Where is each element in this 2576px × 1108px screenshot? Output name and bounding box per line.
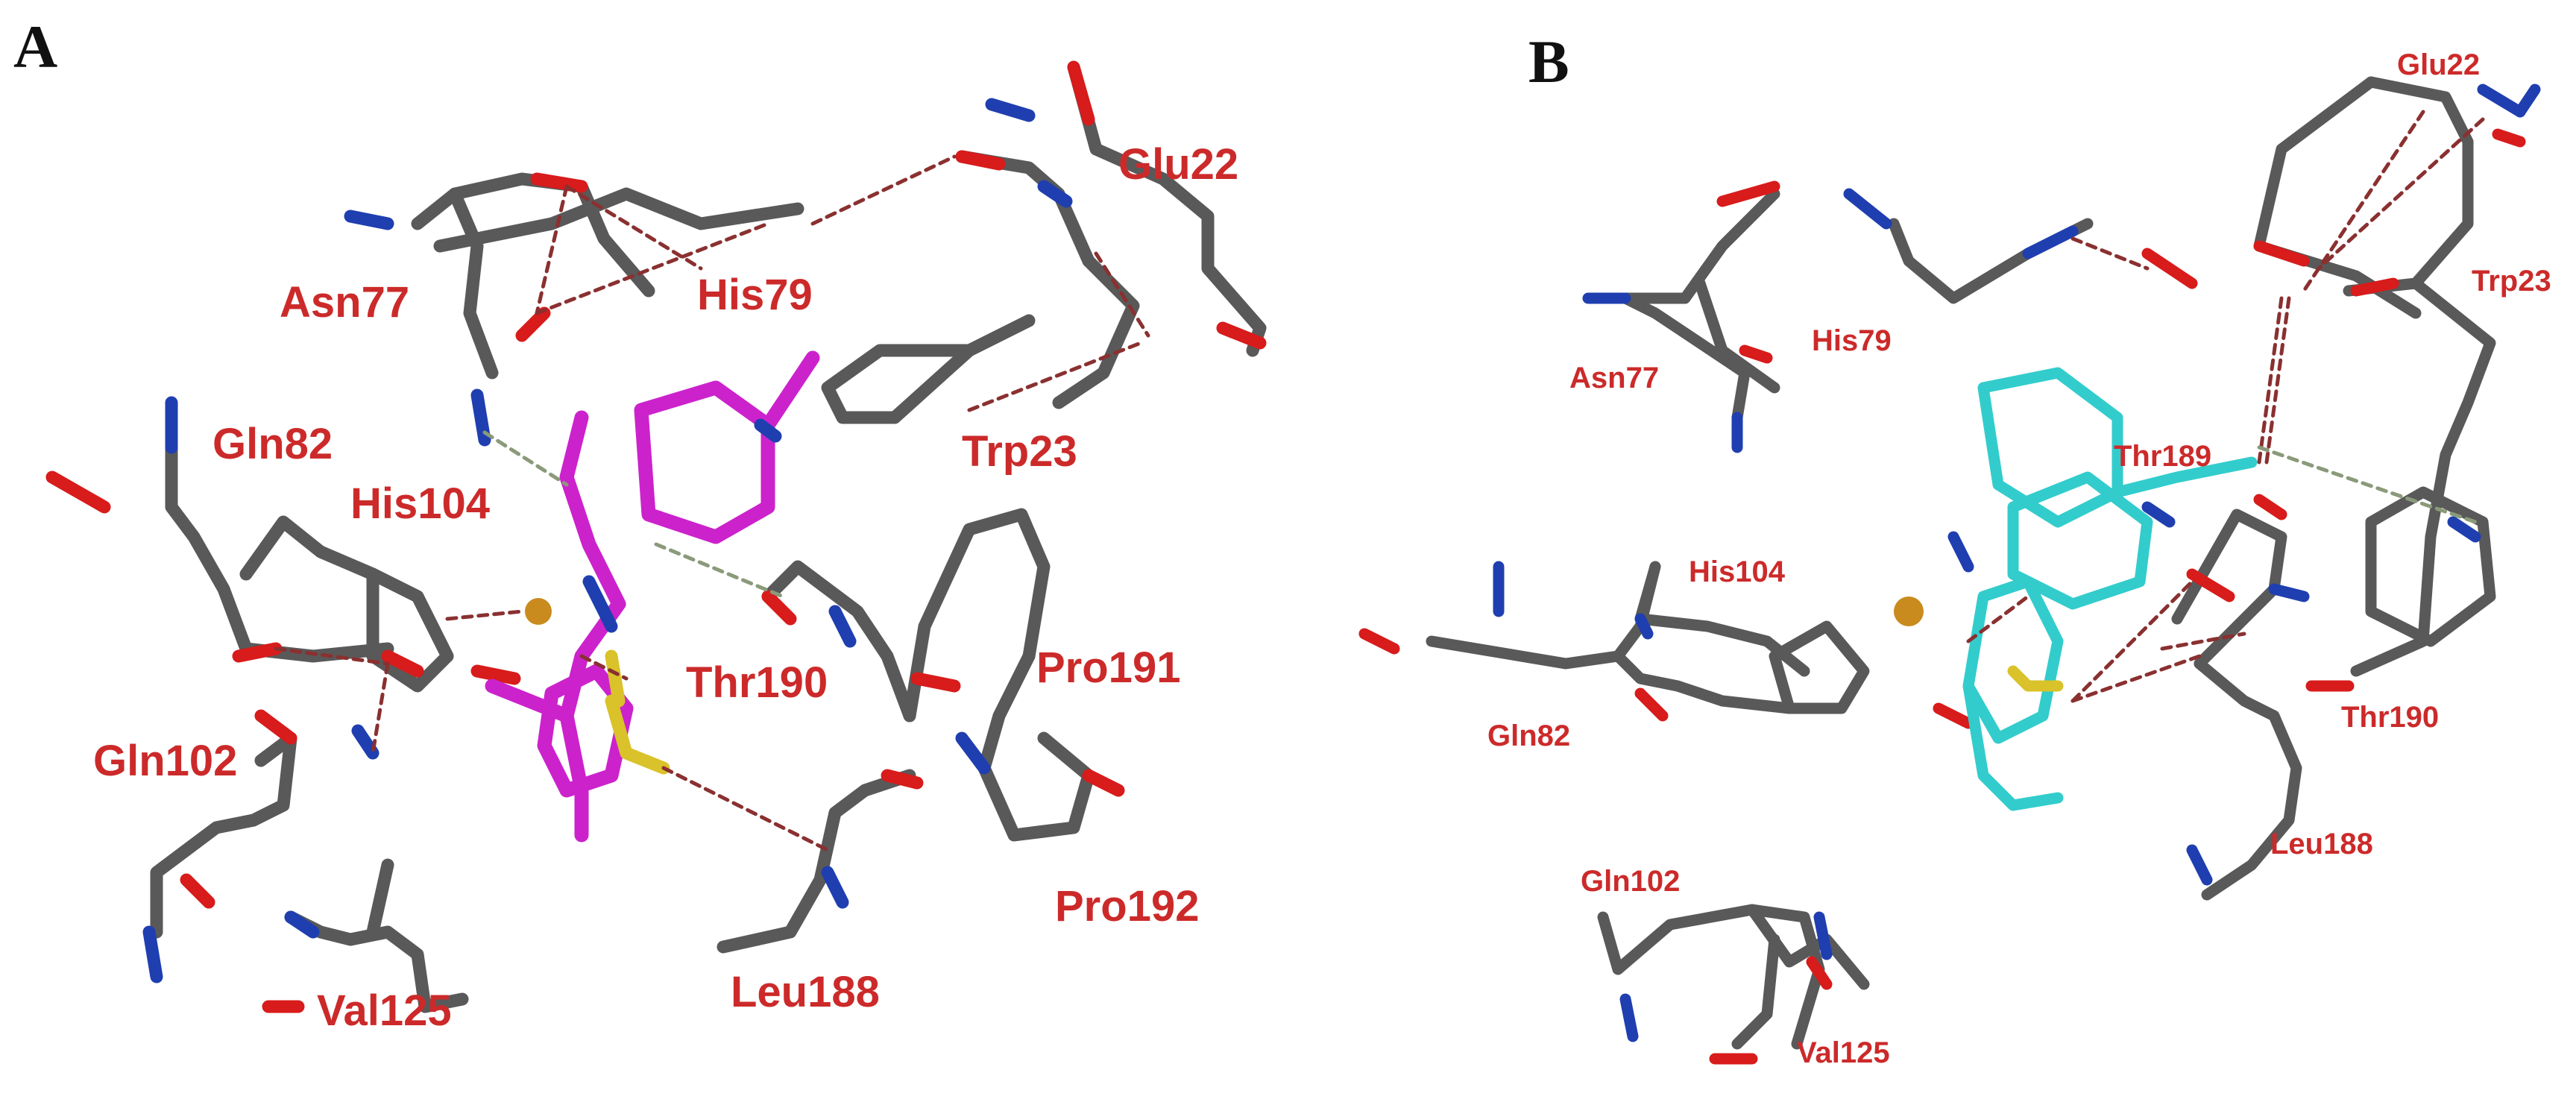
panel-a: A — [13, 13, 1267, 1035]
ligand-b-ring-3 — [1962, 576, 2064, 744]
trp23-ring-stick — [821, 314, 1036, 424]
label-a-asn77: Asn77 — [280, 278, 409, 327]
label-a-his104: His104 — [350, 479, 490, 528]
thr190-stick — [761, 560, 916, 723]
panel-b-ligand — [1962, 367, 2258, 811]
glu22-sidechain-stick — [1067, 60, 1267, 357]
panel-a-hydrophobic-contacts — [482, 430, 785, 599]
label-b-val125: Val125 — [1797, 1036, 1890, 1069]
panel-a-labels: Glu22 Asn77 His79 Gln82 His104 Trp23 Thr… — [93, 140, 1238, 1035]
ligand-b-chain — [1962, 680, 2064, 811]
panel-b-sulfonyl — [2007, 665, 2064, 692]
glu22-stick — [955, 150, 1095, 268]
asn77-b-sidechain — [1694, 277, 1780, 394]
ligand-a-aromatic — [537, 664, 634, 798]
panel-b-hydrophobic-contacts — [2257, 445, 2478, 524]
val125-b-branch — [1731, 934, 1780, 1050]
panel-a-ligand-nitrogens — [582, 418, 782, 633]
label-b-gln102: Gln102 — [1581, 865, 1680, 898]
label-a-gln82: Gln82 — [212, 420, 333, 468]
label-b-glu22: Glu22 — [2397, 48, 2480, 81]
label-a-pro192: Pro192 — [1055, 882, 1199, 931]
his104-b-ring — [1769, 620, 1870, 714]
leu188-stick — [717, 769, 916, 954]
trp23-b-ring — [2365, 486, 2496, 647]
label-b-gln82: Gln82 — [1487, 720, 1570, 752]
label-a-val125: Val125 — [317, 986, 452, 1035]
his104-ring-stick — [366, 567, 454, 693]
label-b-leu188: Leu188 — [2270, 828, 2373, 860]
label-a-trp23: Trp23 — [962, 427, 1077, 476]
label-b-his79: His79 — [1812, 324, 1892, 357]
gln82-b-sidechain — [1612, 650, 1795, 714]
thr190-b-stick — [2171, 509, 2287, 670]
label-a-gln102: Gln102 — [93, 737, 237, 785]
panel-b-ligand-nitrogens — [1947, 501, 2176, 573]
label-b-thr189: Thr189 — [2114, 440, 2211, 473]
gln82-stick — [165, 441, 394, 663]
panel-a-hbonds — [274, 154, 1150, 852]
panel-a-oxygen-tips — [45, 60, 1267, 1013]
label-a-leu188: Leu188 — [731, 968, 880, 1016]
label-b-trp23: Trp23 — [2472, 265, 2551, 298]
panel-b: B — [1358, 28, 2551, 1069]
label-a-glu22: Glu22 — [1118, 140, 1238, 189]
panel-b-hbonds — [1966, 110, 2485, 703]
val125-stick — [284, 910, 469, 1013]
panel-a-sulfonyl — [605, 649, 670, 775]
panel-a-letter: A — [13, 13, 57, 81]
label-b-asn77: Asn77 — [1569, 362, 1659, 394]
ligand-b-linker — [2111, 456, 2258, 498]
panel-a-nitrogen-tips — [142, 98, 1073, 983]
ligand-a-chain — [559, 410, 626, 843]
panel-a-ligand — [485, 350, 820, 843]
gln82-b-stick — [1426, 561, 1661, 670]
his104-stick — [239, 515, 454, 663]
label-b-thr190: Thr190 — [2341, 701, 2439, 734]
trp23-b-backbone — [2343, 76, 2474, 297]
trp23-stick — [1052, 254, 1140, 409]
ligand-b-ring-1 — [1977, 367, 2123, 528]
label-a-thr190: Thr190 — [686, 658, 828, 707]
label-a-his79: His79 — [697, 271, 813, 319]
ligand-a-piperidine — [634, 380, 775, 544]
panel-a-metal-ion — [525, 598, 552, 625]
asn77-his79-stick — [433, 187, 804, 253]
leu188-b-stick — [2194, 658, 2302, 901]
ligand-a-methyl — [760, 350, 820, 432]
panel-b-oxygen-tips — [1358, 128, 2526, 1065]
asn77-sidechain-stick — [448, 187, 499, 380]
panel-b-letter: B — [1528, 28, 1569, 95]
label-b-his104: His104 — [1689, 555, 1786, 588]
pro191-stick — [903, 508, 1051, 723]
label-a-pro191: Pro191 — [1036, 643, 1180, 692]
ligand-b-ring-2 — [2007, 471, 2153, 610]
ligand-a-carbonyl — [485, 679, 574, 723]
panel-b-labels: Glu22 Trp23 Asn77 His79 Thr189 His104 Gl… — [1487, 48, 2551, 1069]
panel-b-metal-ion — [1894, 597, 1924, 626]
val125-branch-stick — [366, 858, 394, 939]
panel-b-nitrogen-tips — [1493, 84, 2541, 1042]
